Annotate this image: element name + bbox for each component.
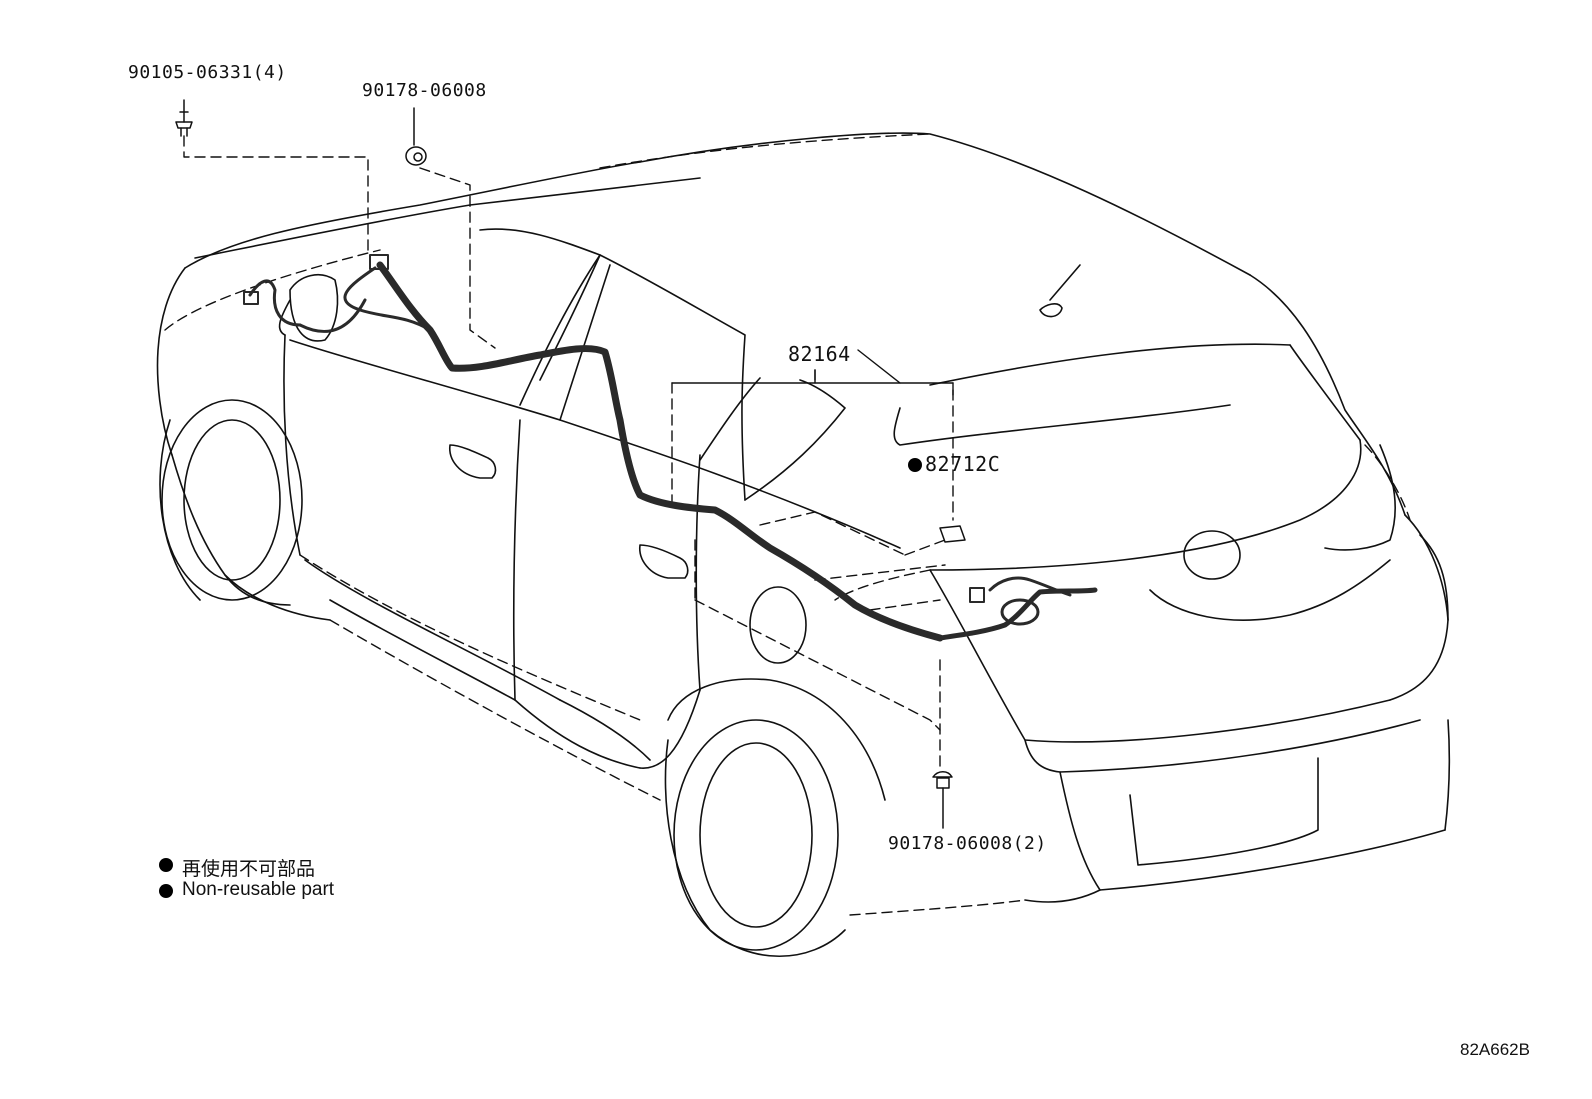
legend-japanese-text: 再使用不可部品 — [182, 859, 316, 880]
callout-clip-90178-06008-2: 90178-06008(2) — [888, 833, 1047, 854]
dashed-reference-lines — [164, 133, 1411, 916]
diagram-reference-code: 82A662B — [1460, 1040, 1530, 1059]
callout-bolt-90105-06331: 90105-06331(4) — [128, 62, 287, 83]
legend-english-text: Non-reusable part — [182, 879, 335, 900]
car-body-outline — [156, 132, 1451, 957]
legend-dot-english — [159, 884, 173, 898]
bolt-icon — [175, 99, 193, 137]
callout-leaders — [671, 349, 954, 396]
non-reusable-marker-dot — [908, 458, 922, 472]
clip-icon-bottom — [932, 771, 953, 829]
wire-harness-82164 — [243, 254, 1098, 642]
callout-clip-90178-06008: 90178-06008 — [362, 80, 487, 101]
legend-dot-japanese — [159, 858, 173, 872]
protector-icon — [939, 525, 966, 543]
callout-harness-82164: 82164 — [788, 342, 851, 366]
clip-icon-top — [405, 107, 427, 166]
callout-protector-82712c: 82712C — [925, 452, 1001, 476]
